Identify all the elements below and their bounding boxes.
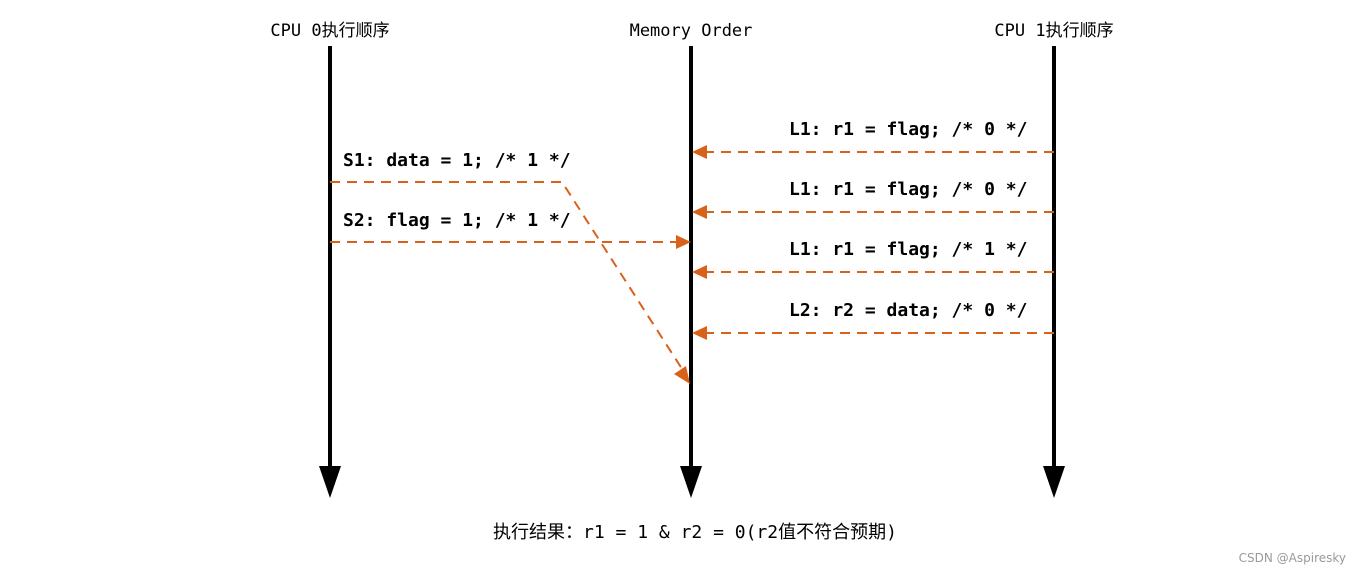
cpu1-load-arrow-3	[692, 265, 1054, 279]
cpu1-header: CPU 1执行顺序	[994, 21, 1113, 41]
cpu0-timeline-arrowhead	[319, 466, 341, 498]
cpu1-op-3-label: L1: r1 = flag; /* 1 */	[789, 239, 1027, 260]
cpu1-load-arrowhead-2	[692, 205, 707, 219]
cpu0-timeline	[319, 46, 341, 498]
s2-store-arrow	[330, 235, 691, 249]
memory-timeline-arrowhead	[680, 466, 702, 498]
watermark: CSDN @Aspiresky	[1239, 551, 1346, 565]
cpu1-timeline	[1043, 46, 1065, 498]
cpu0-op-s2-label: S2: flag = 1; /* 1 */	[343, 210, 571, 231]
s1-store-arrowhead	[674, 366, 690, 384]
s1-store-arrow	[330, 181, 690, 384]
cpu1-load-arrowhead-1	[692, 145, 707, 159]
result-caption: 执行结果：r1 = 1 & r2 = 0(r2值不符合预期)	[493, 522, 897, 543]
cpu1-load-arrowhead-4	[692, 326, 707, 340]
cpu1-load-arrow-1	[692, 145, 1054, 159]
memory-order-header: Memory Order	[630, 21, 753, 41]
cpu1-load-arrow-2	[692, 205, 1054, 219]
cpu1-op-4-label: L2: r2 = data; /* 0 */	[789, 300, 1027, 321]
s2-store-arrowhead	[676, 235, 691, 249]
memory-timeline	[680, 46, 702, 498]
cpu1-load-arrowhead-3	[692, 265, 707, 279]
cpu0-header: CPU 0执行顺序	[270, 21, 389, 41]
cpu1-op-2-label: L1: r1 = flag; /* 0 */	[789, 179, 1027, 200]
cpu1-timeline-arrowhead	[1043, 466, 1065, 498]
cpu0-op-s1-label: S1: data = 1; /* 1 */	[343, 150, 571, 171]
cpu1-op-1-label: L1: r1 = flag; /* 0 */	[789, 119, 1027, 140]
cpu1-load-arrow-4	[692, 326, 1054, 340]
